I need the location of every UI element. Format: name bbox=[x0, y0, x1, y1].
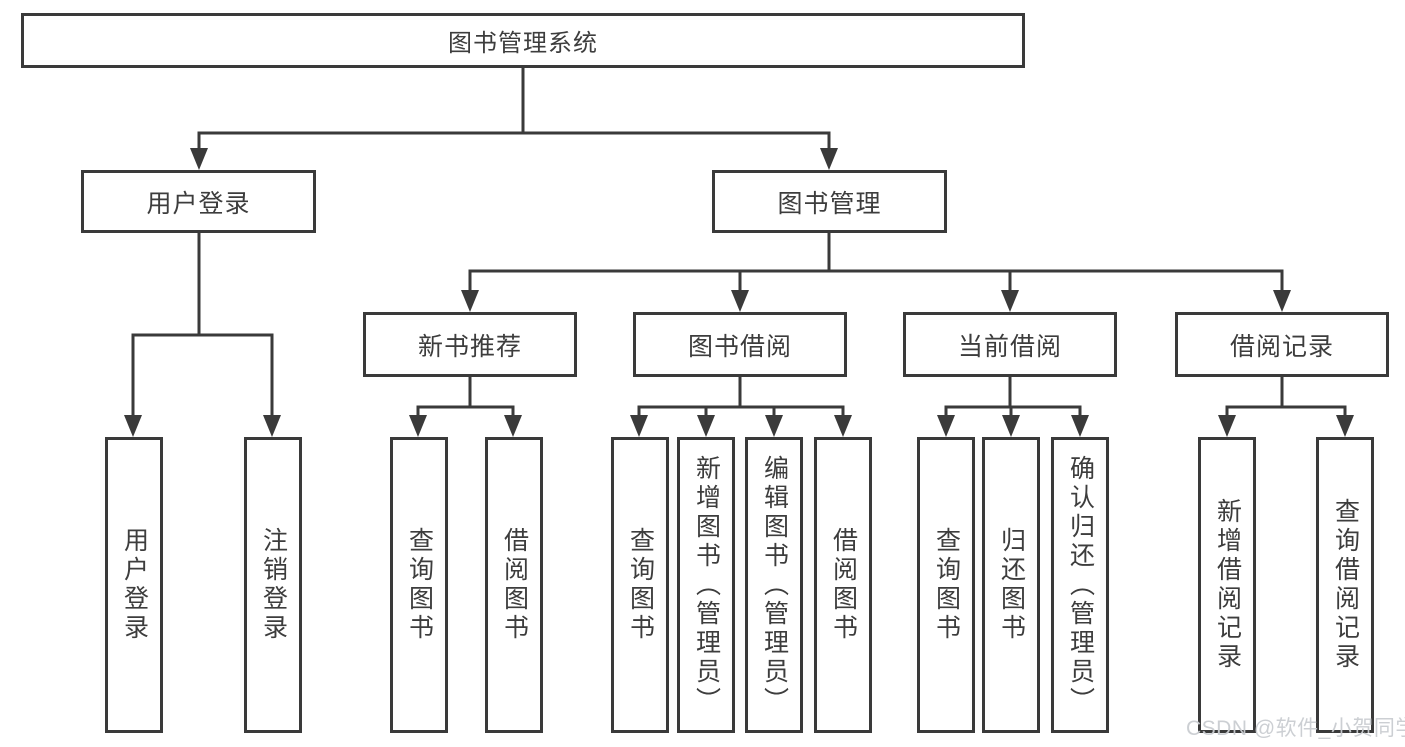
node-current-borrow: 当前借阅 bbox=[903, 312, 1117, 377]
node-new-book-recommend: 新书推荐 bbox=[363, 312, 577, 377]
leaf-records-add-record: 新增借阅记录 bbox=[1198, 437, 1256, 733]
leaf-current-query-books: 查询图书 bbox=[917, 437, 975, 733]
connector-current-borrow-to-children bbox=[937, 377, 1089, 437]
connector-new-books-to-children bbox=[409, 377, 522, 437]
connector-root-to-branches bbox=[190, 68, 838, 170]
csdn-watermark: CSDN @软件_小贺同学 bbox=[1186, 717, 1405, 740]
leaf-borrow-edit-books-admin: 编辑图书（管理员） bbox=[745, 437, 803, 733]
leaf-newbooks-query-books: 查询图书 bbox=[390, 437, 448, 733]
connector-user-login-to-children bbox=[124, 233, 281, 437]
leaf-borrow-add-books-admin: 新增图书（管理员） bbox=[677, 437, 735, 733]
node-book-mgmt-branch: 图书管理 bbox=[712, 170, 947, 233]
leaf-borrow-query-books: 查询图书 bbox=[611, 437, 669, 733]
leaf-borrow-borrow-books: 借阅图书 bbox=[814, 437, 872, 733]
connector-borrow-records-to-children bbox=[1218, 377, 1354, 437]
leaf-records-query-record: 查询借阅记录 bbox=[1316, 437, 1374, 733]
leaf-logout-login: 注销登录 bbox=[244, 437, 302, 733]
connector-book-borrow-to-children bbox=[630, 377, 852, 437]
leaf-user-login: 用户登录 bbox=[105, 437, 163, 733]
node-book-borrow: 图书借阅 bbox=[633, 312, 847, 377]
leaf-current-return-books: 归还图书 bbox=[982, 437, 1040, 733]
node-borrow-records: 借阅记录 bbox=[1175, 312, 1389, 377]
leaf-current-confirm-return-admin: 确认归还（管理员） bbox=[1051, 437, 1109, 733]
node-user-login-branch: 用户登录 bbox=[81, 170, 316, 233]
connector-book-mgmt-to-sections bbox=[461, 233, 1291, 312]
leaf-newbooks-borrow-books: 借阅图书 bbox=[485, 437, 543, 733]
node-root-system: 图书管理系统 bbox=[21, 13, 1025, 68]
